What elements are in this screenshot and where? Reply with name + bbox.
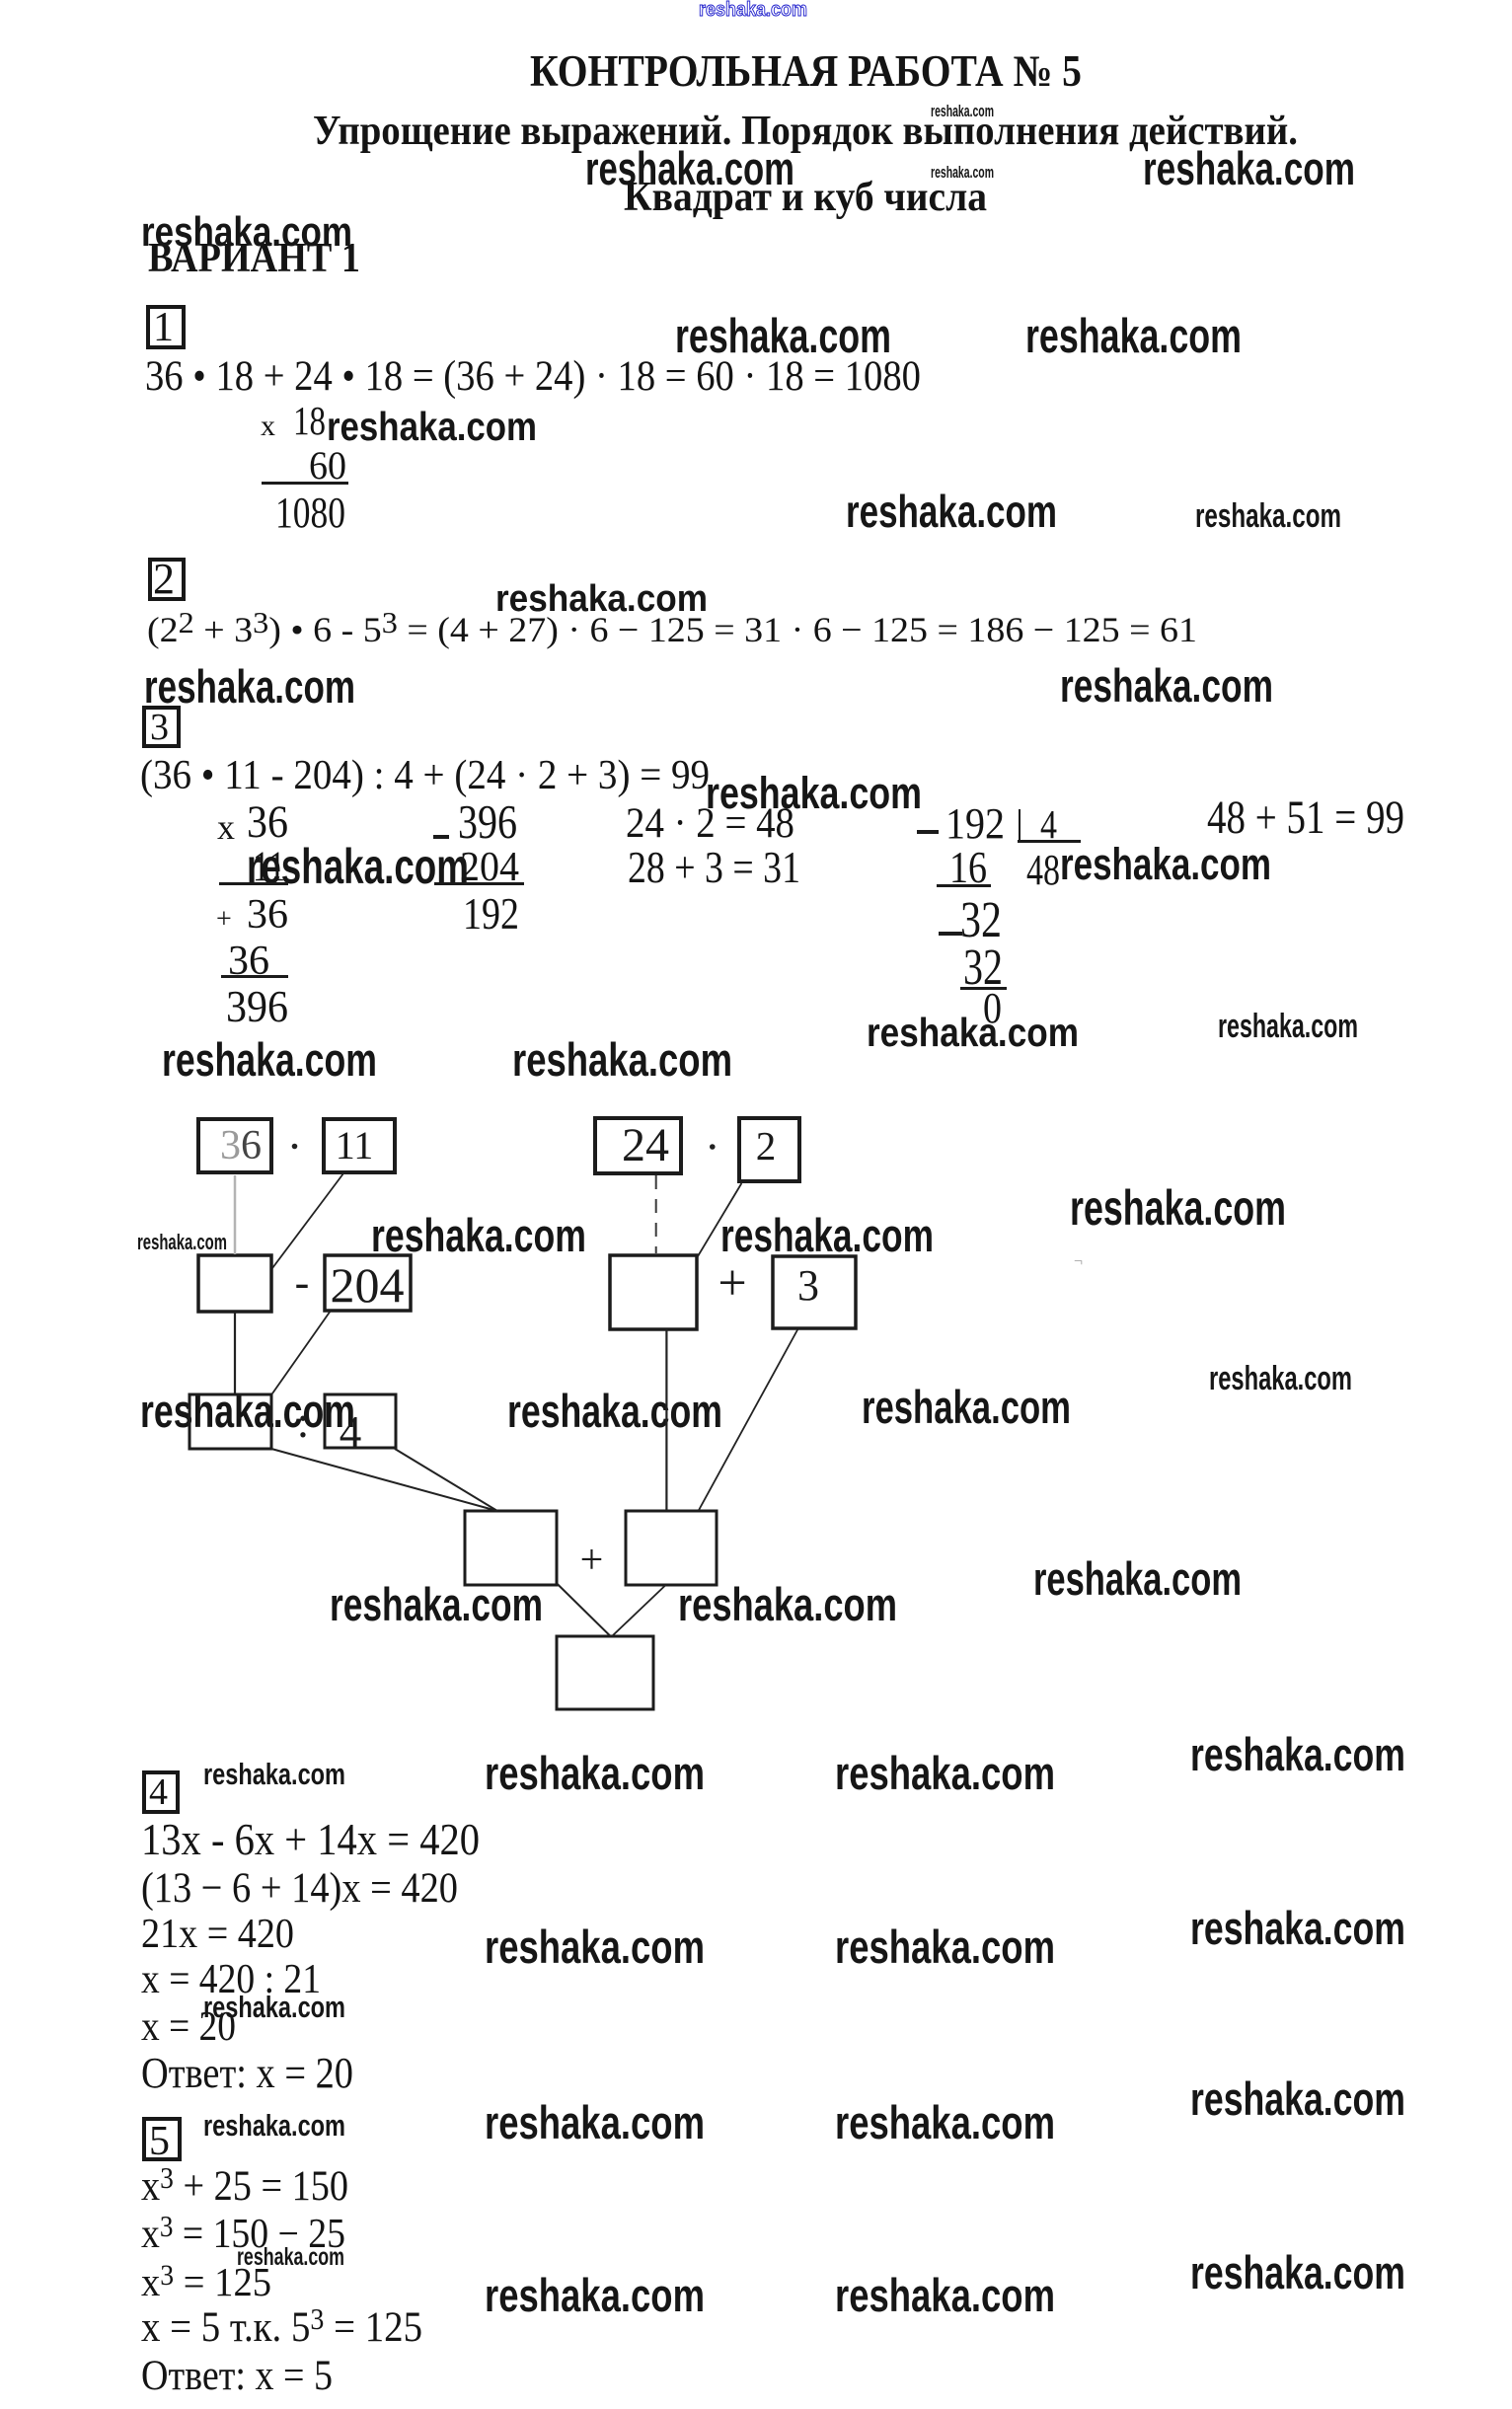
svg-text:24: 24 — [622, 1119, 669, 1171]
svg-text:+: + — [718, 1255, 746, 1312]
svg-text:4: 4 — [340, 1407, 362, 1457]
svg-text:36: 36 — [220, 1123, 262, 1168]
svg-text::: : — [297, 1397, 310, 1447]
svg-text:+: + — [580, 1538, 604, 1583]
svg-text:2: 2 — [756, 1123, 777, 1168]
svg-text:11: 11 — [336, 1123, 374, 1167]
svg-text:204: 204 — [331, 1257, 405, 1313]
svg-text:¬: ¬ — [1074, 1253, 1083, 1270]
svg-text:3: 3 — [797, 1261, 819, 1310]
svg-text:-: - — [295, 1258, 310, 1307]
